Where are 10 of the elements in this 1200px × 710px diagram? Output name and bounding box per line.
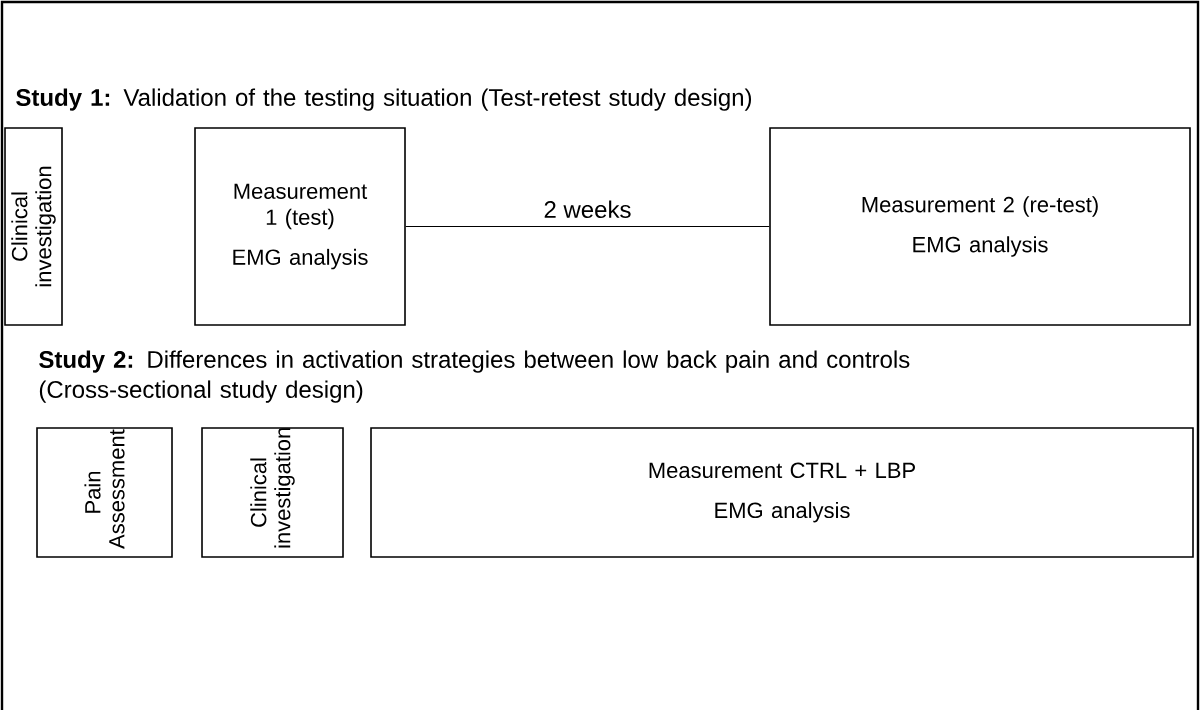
- process-box: Measurement 2 (re-test) EMG analysis: [769, 127, 1191, 326]
- process-box: Measurement 1 (test) EMG analysis: [194, 127, 406, 326]
- heading: Study 2: Differences in activation strategies between low back pain and controls (Cross-sectional study design): [39, 350, 910, 403]
- process-box: Pain Assessment: [36, 427, 173, 558]
- heading: Study 1: Validation of the testing situation (Test-retest study design): [16, 88, 752, 111]
- edge-label: 2 weeks: [541, 198, 634, 221]
- process-box: Measurement CTRL + LBP EMG analysis: [370, 427, 1194, 558]
- process-box: Clinical investigation: [4, 127, 63, 326]
- process-box: Clinical investigation: [201, 427, 344, 558]
- connector-line: [405, 225, 770, 228]
